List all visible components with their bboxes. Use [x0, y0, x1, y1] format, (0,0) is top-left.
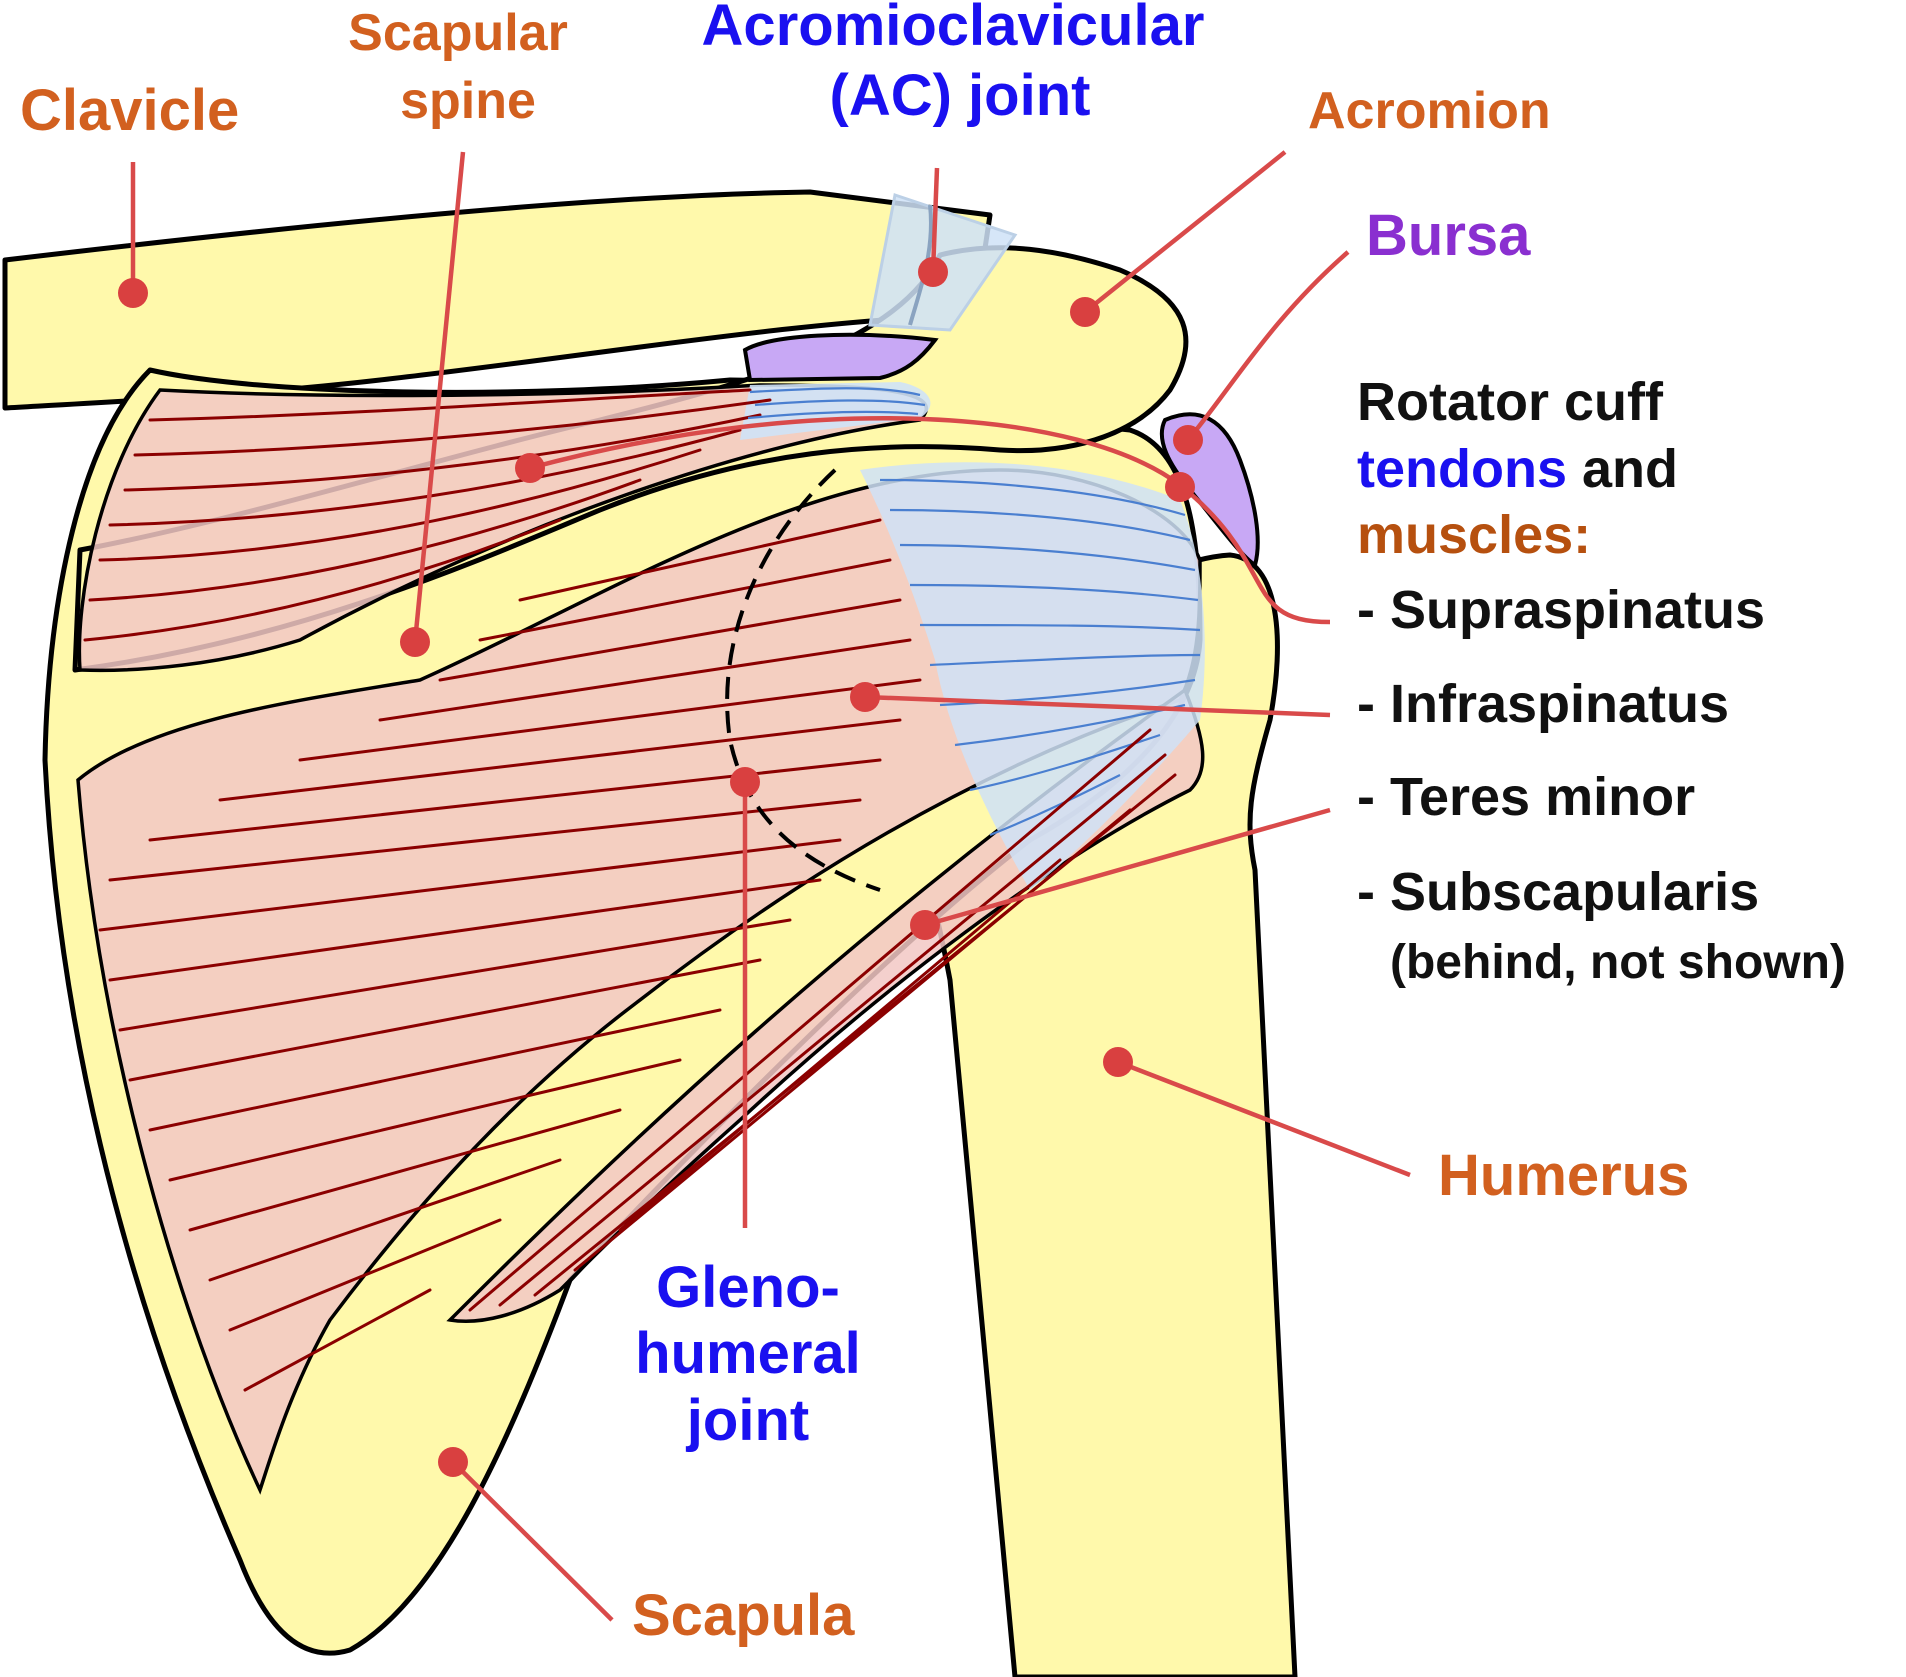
- dot-scapula: [438, 1447, 468, 1477]
- leader-supraspinatus: [529, 416, 1331, 625]
- infraspinatus-tendon-fibers: [879, 478, 1201, 837]
- label-glenohumeral-line3: joint: [686, 1388, 809, 1453]
- label-glenohumeral-line1: Gleno-: [656, 1255, 840, 1320]
- teres-minor-fibers: [468, 728, 1177, 1312]
- label-scapula: Scapula: [632, 1583, 855, 1648]
- subacromial-bursa: [742, 332, 939, 383]
- rotator-cuff-tendons: [860, 462, 1205, 890]
- dot-ac-joint: [918, 257, 948, 287]
- supraspinatus-tendon: [740, 382, 931, 440]
- leader-scapula: [451, 1460, 614, 1622]
- label-acromion: Acromion: [1308, 82, 1551, 140]
- dot-acromion: [1070, 297, 1100, 327]
- dot-bursa: [1173, 425, 1203, 455]
- rotator-cuff-heading-tendons: tendons: [1357, 439, 1567, 499]
- label-scapular-spine-line2: spine: [400, 72, 536, 130]
- dot-clavicle: [118, 278, 148, 308]
- dot-supraspinatus-tendon: [1165, 472, 1195, 502]
- leader-scapular-spine: [412, 151, 466, 643]
- rotator-cuff-note: (behind, not shown): [1390, 936, 1846, 989]
- dot-glenohumeral: [730, 767, 760, 797]
- rotator-cuff-heading-line1: Rotator cuff: [1357, 372, 1664, 432]
- dot-teres-minor: [910, 910, 940, 940]
- label-glenohumeral-line2: humeral: [635, 1321, 861, 1386]
- label-scapular-spine-line1: Scapular: [348, 4, 568, 62]
- rotator-cuff-item-subscapularis: - Subscapularis: [1357, 862, 1759, 922]
- label-ac-joint-line2: (AC) joint: [830, 63, 1091, 128]
- leader-humerus: [1117, 1059, 1411, 1178]
- label-humerus: Humerus: [1438, 1143, 1689, 1208]
- leader-teres-minor: [924, 807, 1331, 928]
- label-clavicle: Clavicle: [20, 78, 239, 143]
- dot-supraspinatus: [515, 453, 545, 483]
- label-bursa: Bursa: [1366, 203, 1531, 268]
- dot-humerus: [1103, 1047, 1133, 1077]
- rotator-cuff-heading-muscles: muscles:: [1357, 505, 1591, 565]
- supraspinatus-fibers: [83, 388, 772, 642]
- supraspinatus-tendon-fibers: [747, 387, 926, 420]
- leader-lines: [118, 150, 1411, 1622]
- leader-infraspinatus: [864, 694, 1331, 718]
- rotator-cuff-heading-line2: tendons and: [1357, 439, 1678, 499]
- rotator-cuff-heading-and: and: [1567, 439, 1678, 499]
- rotator-cuff-item-teres-minor: - Teres minor: [1357, 767, 1695, 827]
- leader-bursa: [1186, 250, 1350, 442]
- leader-acromion: [1083, 150, 1287, 314]
- rotator-cuff-item-supraspinatus: - Supraspinatus: [1357, 580, 1765, 640]
- supraspinatus-muscle: [77, 383, 928, 673]
- label-ac-joint-line1: Acromioclavicular: [702, 0, 1205, 58]
- leader-ac-joint: [930, 167, 940, 273]
- infraspinatus-fibers: [98, 518, 922, 1392]
- dot-scapular-spine: [400, 627, 430, 657]
- dot-infraspinatus: [850, 682, 880, 712]
- rotator-cuff-item-infraspinatus: - Infraspinatus: [1357, 674, 1729, 734]
